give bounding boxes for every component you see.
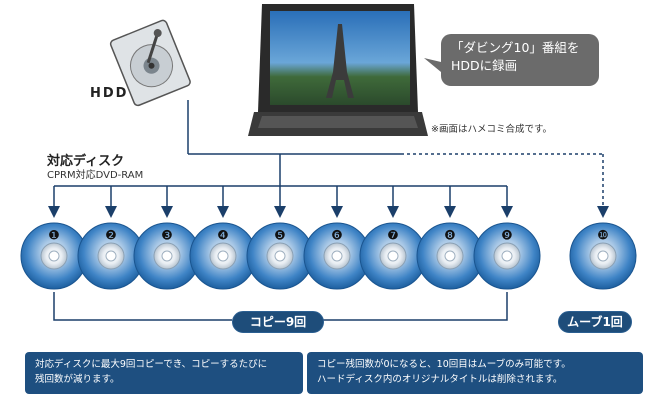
discs-group: ❶ ❷ ❸ ❹ ❺ ❻ ❼ ❽ ❾ ❿ (20, 186, 637, 290)
disc-center-hole (48, 250, 60, 262)
laptop-icon (248, 4, 428, 136)
disc-number: ❾ (501, 229, 513, 244)
disc-center-hole (274, 250, 286, 262)
hdd-label: HDD (90, 86, 129, 101)
disc-7: ❼ (359, 186, 427, 290)
disc-number: ❷ (105, 229, 117, 244)
callout-line-1: 「ダビング10」番組を (451, 40, 580, 55)
disc-number: ❺ (274, 229, 286, 244)
copy-explanation-note: 対応ディスクに最大9回コピーでき、コピーするたびに 残回数が減ります。 (25, 352, 303, 394)
move-note-line-2: ハードディスク内のオリジナルタイトルは削除されます。 (317, 374, 563, 385)
move-note-line-1: コピー残回数が0になると、10回目はムーブのみ可能です。 (317, 359, 571, 370)
disc-2: ❷ (77, 186, 145, 290)
move-explanation-note: コピー残回数が0になると、10回目はムーブのみ可能です。 ハードディスク内のオリ… (307, 352, 643, 394)
disc-center-hole (597, 250, 609, 262)
supported-discs-subtitle: CPRM対応DVD-RAM (47, 170, 144, 181)
disc-center-hole (444, 250, 456, 262)
disc-center-hole (161, 250, 173, 262)
disc-6: ❻ (303, 186, 371, 290)
recording-callout: 「ダビング10」番組を HDDに録画 (441, 34, 599, 86)
composite-image-note: ※画面はハメコミ合成です。 (431, 124, 553, 135)
disc-number: ❽ (444, 229, 456, 244)
copy-note-line-2: 残回数が減ります。 (35, 374, 120, 385)
supported-discs-title: 対応ディスク (47, 154, 125, 169)
disc-5: ❺ (246, 186, 314, 290)
disc-center-hole (331, 250, 343, 262)
disc-4: ❹ (189, 186, 257, 290)
copy-count-badge: コピー9回 (232, 311, 324, 333)
disc-center-hole (387, 250, 399, 262)
disc-number: ❻ (331, 229, 343, 244)
disc-1: ❶ (20, 186, 88, 290)
disc-number: ❹ (217, 229, 229, 244)
disc-8: ❽ (416, 186, 484, 290)
eiffel-tower-icon (326, 24, 354, 98)
copy-note-line-1: 対応ディスクに最大9回コピーでき、コピーするたびに (35, 359, 268, 370)
disc-10: ❿ (569, 222, 637, 290)
callout-line-2: HDDに録画 (451, 58, 518, 73)
disc-3: ❸ (133, 186, 201, 290)
disc-number: ❸ (161, 229, 173, 244)
disc-center-hole (501, 250, 513, 262)
disc-number: ❿ (597, 229, 609, 244)
disc-number: ❼ (387, 229, 399, 244)
disc-number: ❶ (48, 229, 60, 244)
disc-center-hole (217, 250, 229, 262)
move-count-badge: ムーブ1回 (558, 311, 632, 333)
disc-center-hole (105, 250, 117, 262)
hdd-drive-icon (109, 19, 191, 107)
disc-9: ❾ (473, 186, 541, 290)
